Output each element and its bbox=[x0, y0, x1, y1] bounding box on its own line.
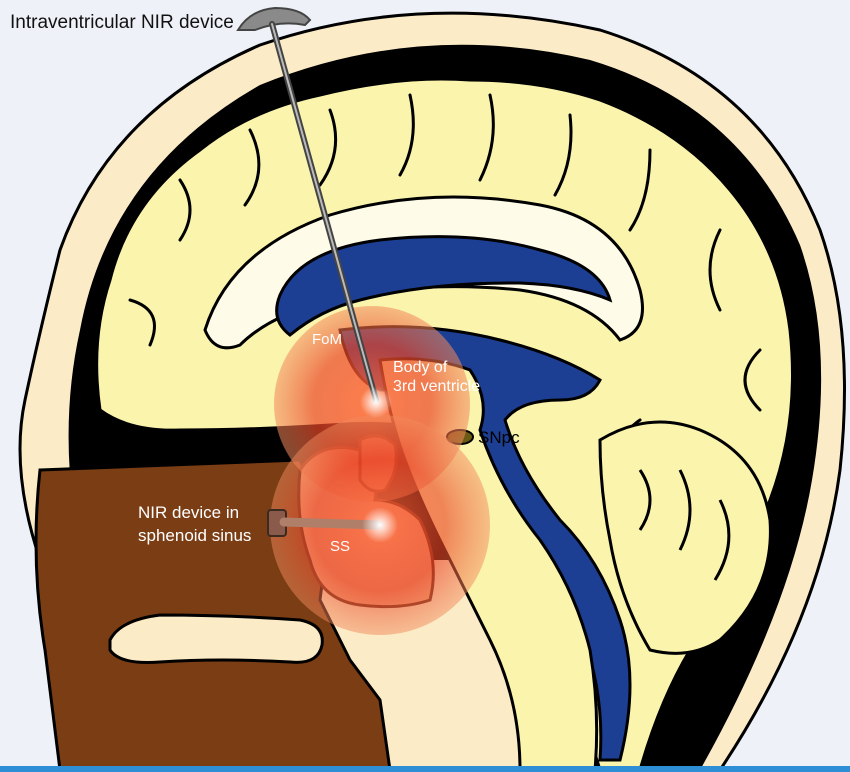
intraventricular-device-cap bbox=[236, 6, 312, 31]
light-source-upper bbox=[360, 386, 392, 418]
label-body-line1: Body of bbox=[393, 359, 448, 376]
lateral-ventricle bbox=[275, 235, 613, 337]
cerebellum-folia bbox=[638, 469, 731, 581]
label-snpc: SNpc bbox=[478, 428, 520, 447]
label-ss: SS bbox=[330, 538, 350, 555]
light-source-lower bbox=[362, 507, 398, 543]
tongue bbox=[108, 613, 324, 664]
label-fom: FoM bbox=[312, 331, 342, 348]
label-body-line2: 3rd ventricle bbox=[393, 378, 480, 395]
label-sphenoid-line2: sphenoid sinus bbox=[138, 526, 251, 545]
bottom-bar bbox=[0, 766, 850, 772]
label-intraventricular-device: Intraventricular NIR device bbox=[10, 12, 234, 33]
label-sphenoid-line1: NIR device in bbox=[138, 503, 239, 522]
intraventricular-device-highlight bbox=[271, 23, 377, 401]
